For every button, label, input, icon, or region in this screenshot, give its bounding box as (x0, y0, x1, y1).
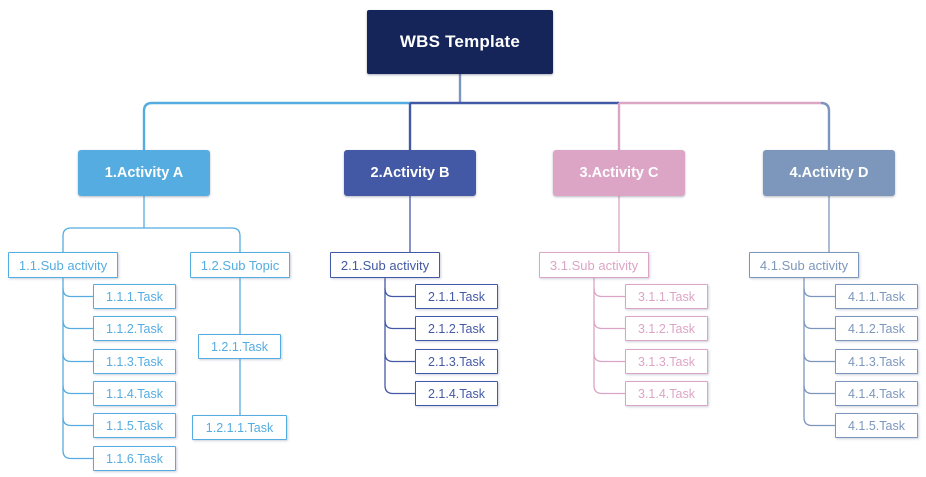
task-elbow-1-1-3-task (62, 353, 93, 363)
task-node-1-1-4-task-label: 1.1.4.Task (106, 386, 163, 401)
task-node-3-1-1-task[interactable]: 3.1.1.Task (625, 284, 708, 309)
task-node-3-1-3-task[interactable]: 3.1.3.Task (625, 349, 708, 374)
task-elbow-2-1-3-task (384, 353, 415, 363)
sub-node-3-1-sub-activity[interactable]: 3.1.Sub activity (539, 252, 649, 278)
task-node-1-2-1-1-task[interactable]: 1.2.1.1.Task (192, 415, 287, 440)
task-node-4-1-5-task[interactable]: 4.1.5.Task (835, 413, 918, 438)
task-node-3-1-2-task[interactable]: 3.1.2.Task (625, 316, 708, 341)
task-elbow-3-1-2-task (593, 320, 625, 330)
task-node-1-1-4-task[interactable]: 1.1.4.Task (93, 381, 176, 406)
task-elbow-1-1-6-task (62, 450, 93, 460)
task-elbow-1-1-1-task (62, 288, 93, 298)
sub-node-1-1-sub-activity-label: 1.1.Sub activity (18, 257, 108, 273)
task-node-1-1-1-task[interactable]: 1.1.1.Task (93, 284, 176, 309)
branch-elbow-d (820, 101, 831, 150)
task-node-2-1-3-task-label: 2.1.3.Task (428, 354, 485, 369)
task-node-4-1-2-task[interactable]: 4.1.2.Task (835, 316, 918, 341)
task-node-3-1-2-task-label: 3.1.2.Task (638, 321, 695, 336)
task-elbow-3-1-3-task (593, 353, 625, 363)
task-elbow-1-1-2-task (62, 320, 93, 330)
task-node-3-1-1-task-label: 3.1.1.Task (638, 289, 695, 304)
task-node-2-1-2-task-label: 2.1.2.Task (428, 321, 485, 336)
task-node-1-2-1-task[interactable]: 1.2.1.Task (198, 334, 281, 359)
task-node-1-1-2-task[interactable]: 1.1.2.Task (93, 316, 176, 341)
task-elbow-4-1-2-task (803, 320, 835, 330)
sub-node-4-1-sub-activity-label: 4.1.Sub activity (759, 257, 849, 273)
task-elbow-2-1-4-task (384, 385, 415, 395)
sub-node-2-1-sub-activity-label: 2.1.Sub activity (340, 257, 430, 273)
task-node-4-1-1-task[interactable]: 4.1.1.Task (835, 284, 918, 309)
task-node-1-1-3-task-label: 1.1.3.Task (106, 354, 163, 369)
task-node-4-1-1-task-label: 4.1.1.Task (848, 289, 905, 304)
task-node-1-2-1-1-task-label: 1.2.1.1.Task (205, 420, 274, 435)
sub-node-1-2-sub-topic-label: 1.2.Sub Topic (200, 257, 280, 273)
task-node-2-1-2-task[interactable]: 2.1.2.Task (415, 316, 498, 341)
task-node-2-1-1-task[interactable]: 2.1.1.Task (415, 284, 498, 309)
task-node-3-1-4-task-label: 3.1.4.Task (638, 386, 695, 401)
task-elbow-1-1-4-task (62, 385, 93, 395)
task-elbow-4-1-1-task (803, 288, 835, 298)
task-node-1-2-1-task-label: 1.2.1.Task (211, 339, 268, 354)
activity-split-a (62, 227, 241, 252)
activity-node-c[interactable]: 3.Activity C (553, 150, 685, 196)
sub-node-2-1-sub-activity[interactable]: 2.1.Sub activity (330, 252, 440, 278)
task-node-4-1-3-task-label: 4.1.3.Task (848, 354, 905, 369)
activity-node-a-label: 1.Activity A (104, 165, 184, 181)
task-node-1-1-6-task-label: 1.1.6.Task (106, 451, 163, 466)
task-elbow-2-1-1-task (384, 288, 415, 298)
task-node-2-1-4-task-label: 2.1.4.Task (428, 386, 485, 401)
task-node-4-1-4-task[interactable]: 4.1.4.Task (835, 381, 918, 406)
sub-node-4-1-sub-activity[interactable]: 4.1.Sub activity (749, 252, 859, 278)
sub-node-1-2-sub-topic[interactable]: 1.2.Sub Topic (190, 252, 290, 278)
task-node-1-1-5-task-label: 1.1.5.Task (106, 418, 163, 433)
task-node-1-1-2-task-label: 1.1.2.Task (106, 321, 163, 336)
task-elbow-3-1-4-task (593, 385, 625, 395)
task-elbow-4-1-3-task (803, 353, 835, 363)
task-node-1-1-3-task[interactable]: 1.1.3.Task (93, 349, 176, 374)
task-node-3-1-3-task-label: 3.1.3.Task (638, 354, 695, 369)
activity-node-c-label: 3.Activity C (579, 165, 659, 181)
task-node-2-1-4-task[interactable]: 2.1.4.Task (415, 381, 498, 406)
task-elbow-3-1-1-task (593, 288, 625, 298)
task-node-4-1-2-task-label: 4.1.2.Task (848, 321, 905, 336)
activity-node-b[interactable]: 2.Activity B (344, 150, 476, 196)
sub-node-1-1-sub-activity[interactable]: 1.1.Sub activity (8, 252, 118, 278)
root-node[interactable]: WBS Template (367, 10, 553, 74)
task-elbow-4-1-5-task (803, 417, 835, 427)
activity-node-b-label: 2.Activity B (370, 165, 450, 181)
task-node-1-1-5-task[interactable]: 1.1.5.Task (93, 413, 176, 438)
task-node-4-1-3-task[interactable]: 4.1.3.Task (835, 349, 918, 374)
task-node-2-1-1-task-label: 2.1.1.Task (428, 289, 485, 304)
activity-node-d-label: 4.Activity D (789, 165, 869, 181)
activity-node-a[interactable]: 1.Activity A (78, 150, 210, 196)
task-elbow-1-1-5-task (62, 417, 93, 427)
task-node-3-1-4-task[interactable]: 3.1.4.Task (625, 381, 708, 406)
branch-elbow-a (142, 101, 410, 150)
task-node-4-1-4-task-label: 4.1.4.Task (848, 386, 905, 401)
task-elbow-4-1-4-task (803, 385, 835, 395)
task-node-4-1-5-task-label: 4.1.5.Task (848, 418, 905, 433)
root-node-label: WBS Template (399, 32, 521, 51)
task-elbow-2-1-2-task (384, 320, 415, 330)
task-node-2-1-3-task[interactable]: 2.1.3.Task (415, 349, 498, 374)
task-node-1-1-6-task[interactable]: 1.1.6.Task (93, 446, 176, 471)
activity-node-d[interactable]: 4.Activity D (763, 150, 895, 196)
task-node-1-1-1-task-label: 1.1.1.Task (106, 289, 163, 304)
sub-node-3-1-sub-activity-label: 3.1.Sub activity (549, 257, 639, 273)
